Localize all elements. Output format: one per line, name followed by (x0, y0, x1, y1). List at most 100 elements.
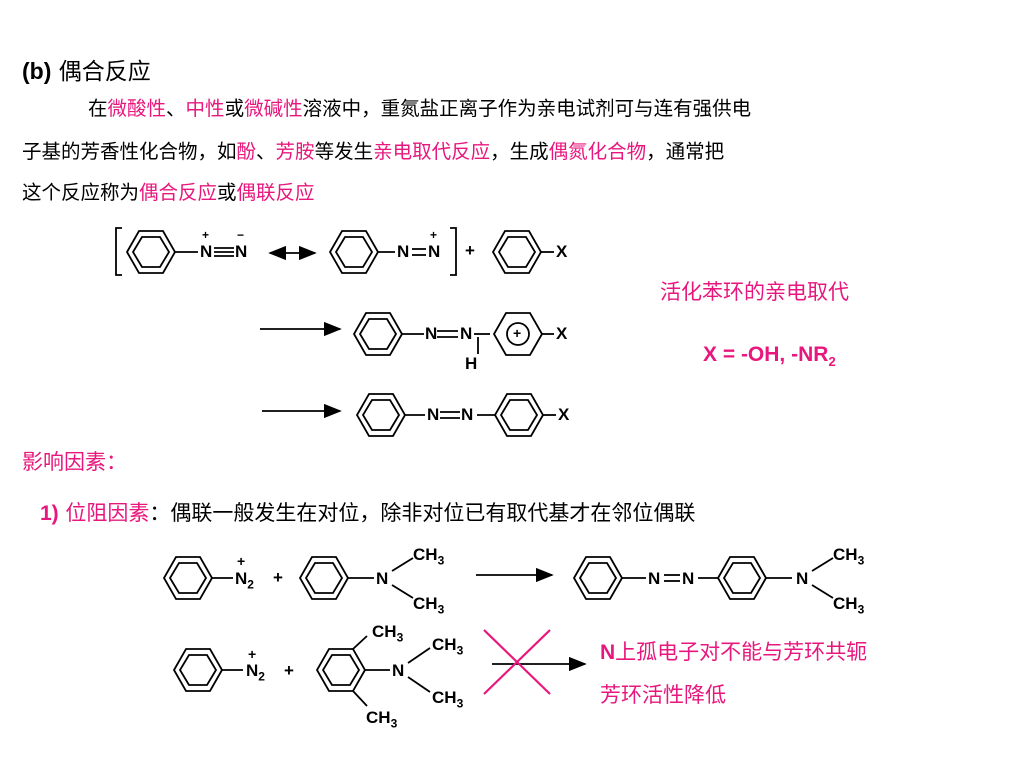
note-bold-n: N (600, 641, 616, 664)
methyl-group: CH3 (413, 545, 444, 567)
factor-item-1: 1) 位阻因素：偶联一般发生在对位，除非对位已有取代基才在邻位偶联 (40, 497, 695, 527)
text-run: ，通常把 (646, 140, 725, 163)
benzene-ring (716, 556, 768, 600)
atom-n: N (397, 242, 410, 261)
n2-text: N (235, 569, 248, 588)
ch3-text: CH (833, 594, 858, 613)
text-run: ，生成 (490, 140, 549, 163)
diazonium-resonance (115, 227, 554, 276)
methyl-group: CH3 (432, 688, 463, 710)
methyl-group: CH3 (372, 622, 403, 644)
example-reaction-2 (172, 635, 587, 707)
azo-product (262, 393, 556, 437)
text-run: 这个反应称为 (22, 181, 140, 204)
text-run: 在 (88, 97, 108, 120)
ch3-text: CH (432, 688, 457, 707)
ch3-text: CH (432, 635, 457, 654)
cross-mark-icon (483, 629, 551, 695)
plus-sign: + (465, 241, 475, 260)
plus-charge: + (430, 228, 438, 242)
methyl-group: CH3 (413, 594, 444, 616)
substituent-x: X (556, 324, 568, 343)
factors-heading: 影响因素： (22, 450, 127, 474)
intro-line-2: 子基的芳香性化合物，如酚、芳胺等发生亲电取代反应，生成偶氮化合物，通常把 (22, 142, 724, 162)
text-run: 芳胺 (275, 140, 315, 163)
amine-n: N (376, 569, 389, 588)
text-run: 等发生 (314, 140, 374, 163)
dimethyl-benzene-ring (315, 648, 367, 692)
title-label: (b) (22, 58, 52, 84)
text-run: 、 (256, 140, 276, 163)
note-line-1: N上孤电子对不能与芳环共轭 (600, 636, 867, 666)
minus-charge: − (237, 228, 245, 242)
benzene-ring (355, 393, 407, 437)
factor-item-1-text: ：偶联一般发生在对位，除非对位已有取代基才在邻位偶联 (149, 501, 696, 525)
text-run: 或 (224, 97, 245, 120)
plus-charge: + (237, 553, 246, 569)
plus-sign: + (284, 661, 294, 680)
benzene-ring (298, 556, 350, 600)
ch3-sub: 3 (456, 643, 464, 658)
side-label: 活化苯环的亲电取代 (660, 280, 849, 304)
ch3-sub: 3 (390, 716, 398, 731)
ch3-sub: 3 (437, 602, 445, 617)
intro-line-3: 这个反应称为偶合反应或偶联反应 (22, 183, 315, 203)
text-run: 偶联反应 (236, 181, 315, 204)
benzene-ring (162, 556, 214, 600)
text-run: 亲电取代反应 (373, 140, 491, 163)
text-run: 偶合反应 (139, 181, 218, 204)
atom-n: N (427, 405, 440, 424)
atom-n: N (428, 242, 441, 261)
text-run: 溶液中，重氮盐正离子作为亲电试剂可与连有强供电 (302, 97, 752, 120)
cyclohexadienyl-ring (492, 312, 544, 356)
amine-n: N (392, 661, 405, 680)
benzene-ring (328, 230, 380, 274)
text-run: 或 (217, 181, 237, 204)
methyl-group: CH3 (432, 635, 463, 657)
text-run: 偶氮化合物 (548, 140, 647, 163)
ch3-sub: 3 (437, 553, 445, 568)
note-line-2: 芳环活性降低 (600, 683, 726, 707)
text-run: 中性 (185, 97, 225, 120)
benzene-ring (172, 648, 224, 692)
plus-charge: + (248, 646, 257, 662)
x-definition-text: X = -OH, -NR (703, 343, 829, 366)
substituent-x: X (558, 405, 570, 424)
factor-item-1-label: 位阻因素 (65, 501, 150, 525)
benzene-ring (493, 393, 545, 437)
sigma-complex (260, 312, 554, 356)
text-run: 酚 (236, 140, 257, 163)
benzene-ring (125, 230, 177, 274)
ch3-text: CH (366, 708, 391, 727)
positive-charge-circle (506, 322, 530, 346)
text-run: 、 (166, 97, 186, 120)
diazonium-n2: N2 (235, 569, 254, 591)
atom-n: N (648, 569, 661, 588)
ring-plus: + (513, 325, 522, 341)
title-text: 偶合反应 (58, 59, 151, 85)
n2-sub: 2 (247, 577, 254, 592)
diazonium-n2: N2 (246, 661, 265, 683)
example-reaction-1 (162, 556, 834, 600)
benzene-ring (572, 556, 624, 600)
methyl-group: CH3 (833, 594, 864, 616)
text-run: 微酸性 (107, 97, 167, 120)
factor-item-1-num: 1) (40, 502, 59, 525)
atom-n: N (460, 324, 473, 343)
intro-line-1: 在微酸性、中性或微碱性溶液中，重氮盐正离子作为亲电试剂可与连有强供电 (88, 99, 751, 119)
x-definition-sub: 2 (828, 354, 836, 370)
ch3-sub: 3 (456, 696, 464, 711)
methyl-group: CH3 (366, 708, 397, 730)
atom-n: N (235, 242, 248, 261)
n2-text: N (246, 661, 259, 680)
ch3-sub: 3 (857, 602, 865, 617)
atom-h: H (465, 354, 478, 373)
methyl-group: CH3 (833, 545, 864, 567)
ch3-text: CH (372, 622, 397, 641)
ch3-text: CH (413, 594, 438, 613)
atom-n: N (425, 324, 438, 343)
ch3-sub: 3 (857, 553, 865, 568)
triple-bond (214, 247, 234, 257)
page-title: (b) 偶合反应 (22, 52, 151, 86)
substituent-x: X (556, 242, 568, 261)
